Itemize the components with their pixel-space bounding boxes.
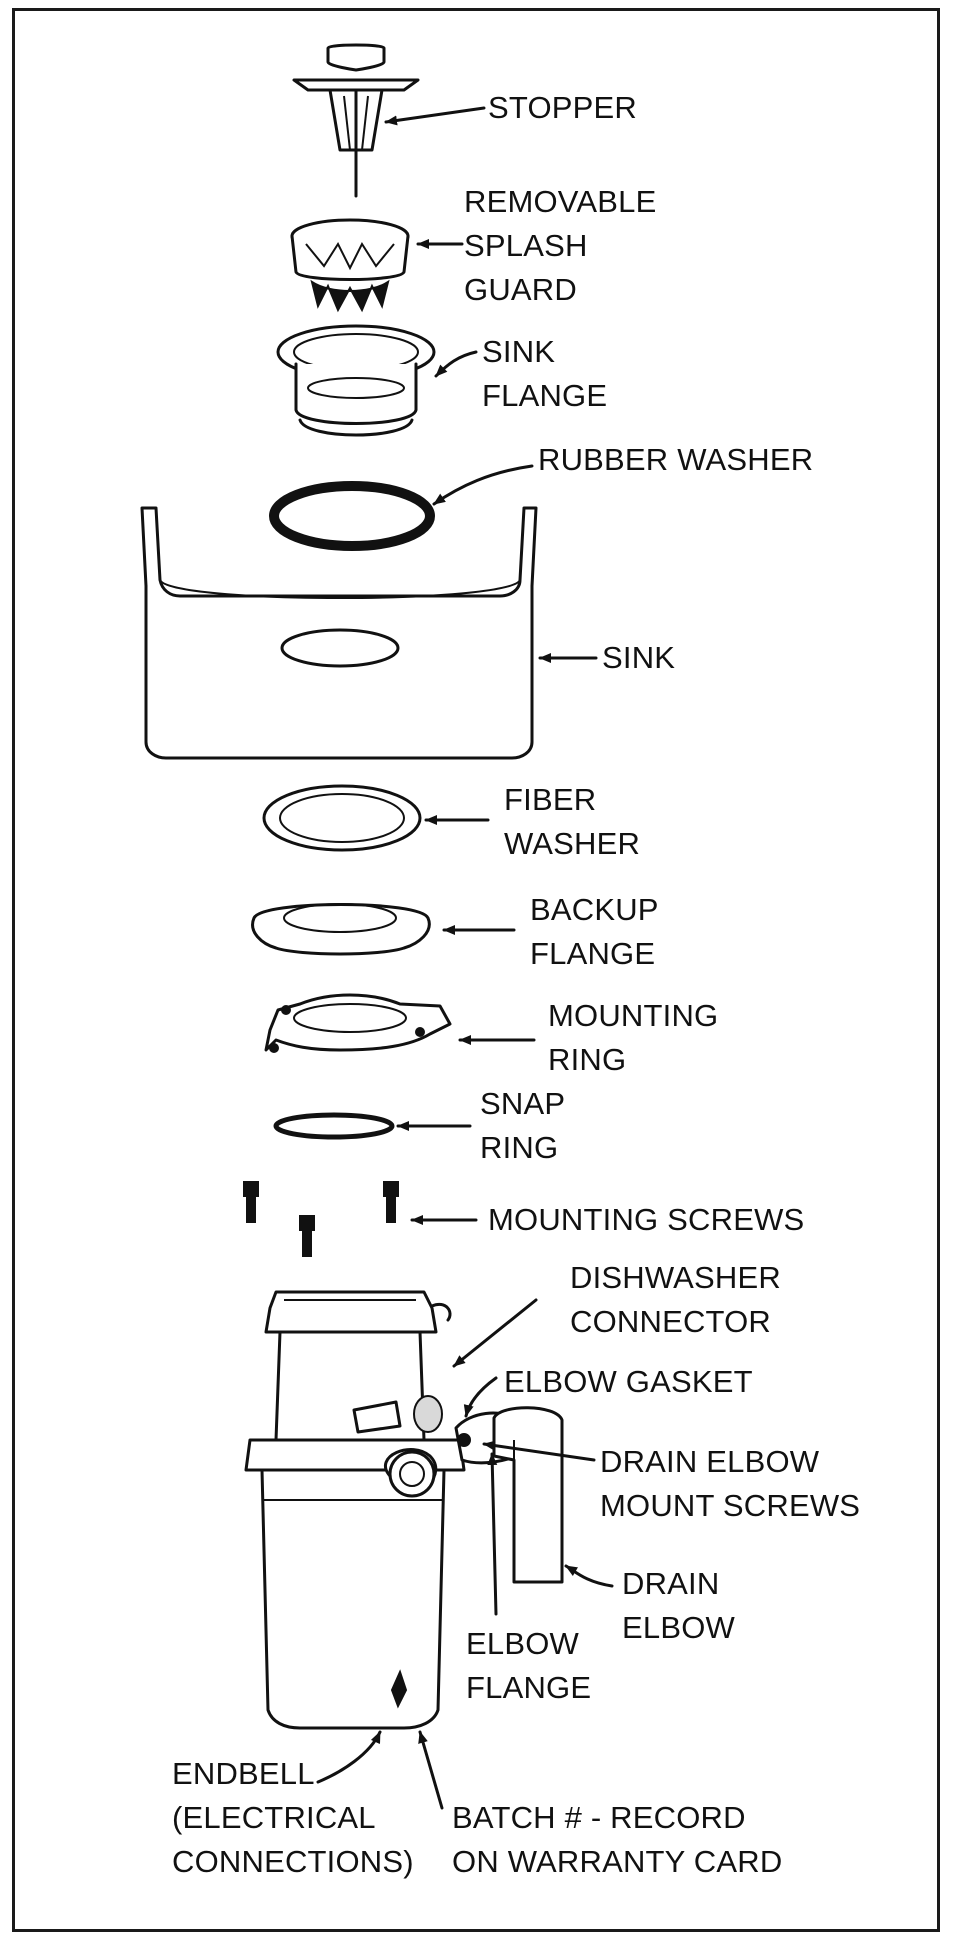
sink-part: [140, 506, 538, 760]
diagram-frame: [12, 8, 940, 1932]
label-elbow-gasket: ELBOW GASKET: [504, 1364, 753, 1399]
splash-guard-part: [290, 218, 410, 313]
stopper-part: [292, 43, 420, 198]
label-stopper: STOPPER: [488, 90, 637, 125]
disposer-unit-part: [244, 1290, 564, 1730]
label-sink: SINK: [602, 640, 676, 675]
sink-flange-part: [276, 324, 436, 437]
label-mounting-screws: MOUNTING SCREWS: [488, 1202, 805, 1237]
mounting-ring-part: [264, 993, 452, 1053]
mounting-screws-part: [243, 1181, 399, 1257]
backup-flange-part: [251, 903, 431, 956]
leader-lines: [316, 106, 614, 1810]
snap-ring-part: [273, 1112, 395, 1140]
label-rubber-washer: RUBBER WASHER: [538, 442, 814, 477]
fiber-washer-part: [262, 784, 422, 852]
rubber-washer-part: [269, 481, 435, 551]
